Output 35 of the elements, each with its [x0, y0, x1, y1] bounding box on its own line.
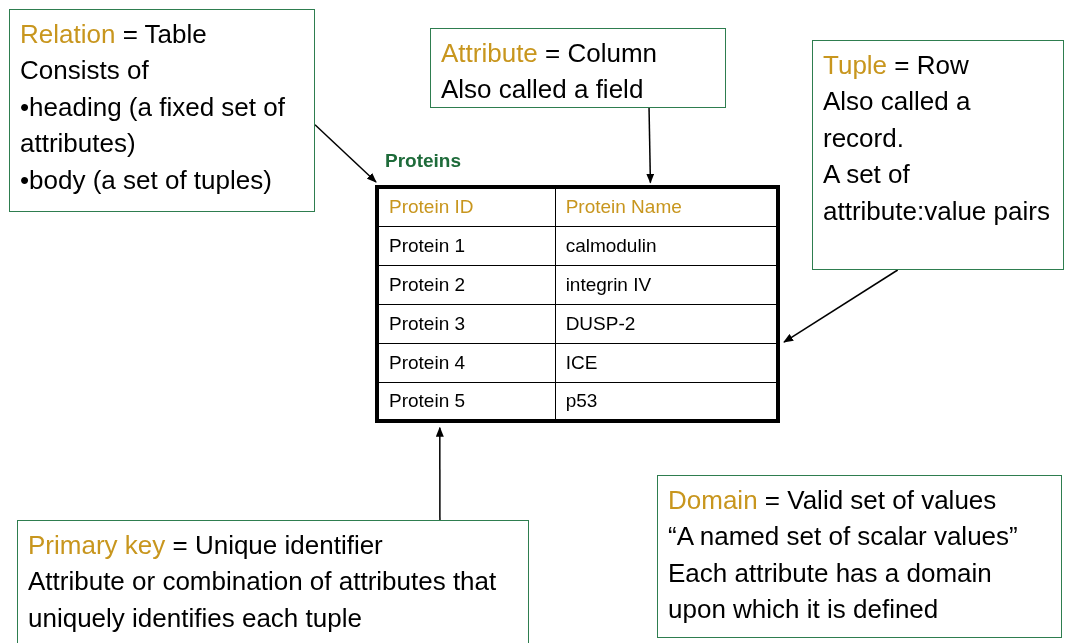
- body-text: Consists of: [20, 54, 150, 88]
- table-cell: Protein 3: [377, 304, 556, 343]
- body-text: •body (a set of tuples): [20, 163, 273, 197]
- definition-text: = Unique identifier: [172, 530, 383, 560]
- body-text: Each attribute has a domain upon which it is defined: [668, 556, 993, 627]
- body-text: A set of attribute:value pairs: [823, 158, 1051, 228]
- definition-text: = Column: [545, 38, 658, 68]
- callout-box: [9, 9, 315, 212]
- callout-box: [17, 520, 529, 643]
- body-text: •heading (a fixed set of attributes): [20, 90, 286, 161]
- body-text: Also called a field: [441, 73, 645, 107]
- term-text: Domain: [668, 485, 758, 515]
- arrow: [783, 269, 899, 343]
- data-table: [375, 185, 780, 423]
- table-title: Proteins: [385, 150, 462, 172]
- arrow: [314, 123, 377, 183]
- table-cell: Protein 2: [377, 265, 556, 304]
- body-text: Also called a record.: [823, 85, 972, 155]
- body-text: Attribute or combination of attributes that uniquely identifies each tuple: [28, 565, 498, 635]
- callout-box: [430, 28, 726, 108]
- table-cell: Protein 4: [377, 343, 556, 382]
- arrow: [435, 426, 444, 521]
- term-text: Tuple: [823, 50, 888, 80]
- definition-text: = Valid set of values: [764, 485, 997, 515]
- term-text: Primary key: [28, 530, 166, 560]
- definition-text: = Row: [894, 50, 969, 80]
- term-text: Attribute: [441, 38, 538, 68]
- callout-box: [657, 475, 1062, 638]
- term-text: Relation: [20, 19, 116, 49]
- header-cell: Protein ID: [377, 187, 556, 226]
- definition-text: = Table: [122, 19, 207, 49]
- callout-box: [812, 40, 1064, 270]
- arrow: [646, 107, 655, 184]
- body-text: “A named set of scalar values”: [668, 520, 1019, 554]
- table-cell: Protein 1: [377, 226, 556, 265]
